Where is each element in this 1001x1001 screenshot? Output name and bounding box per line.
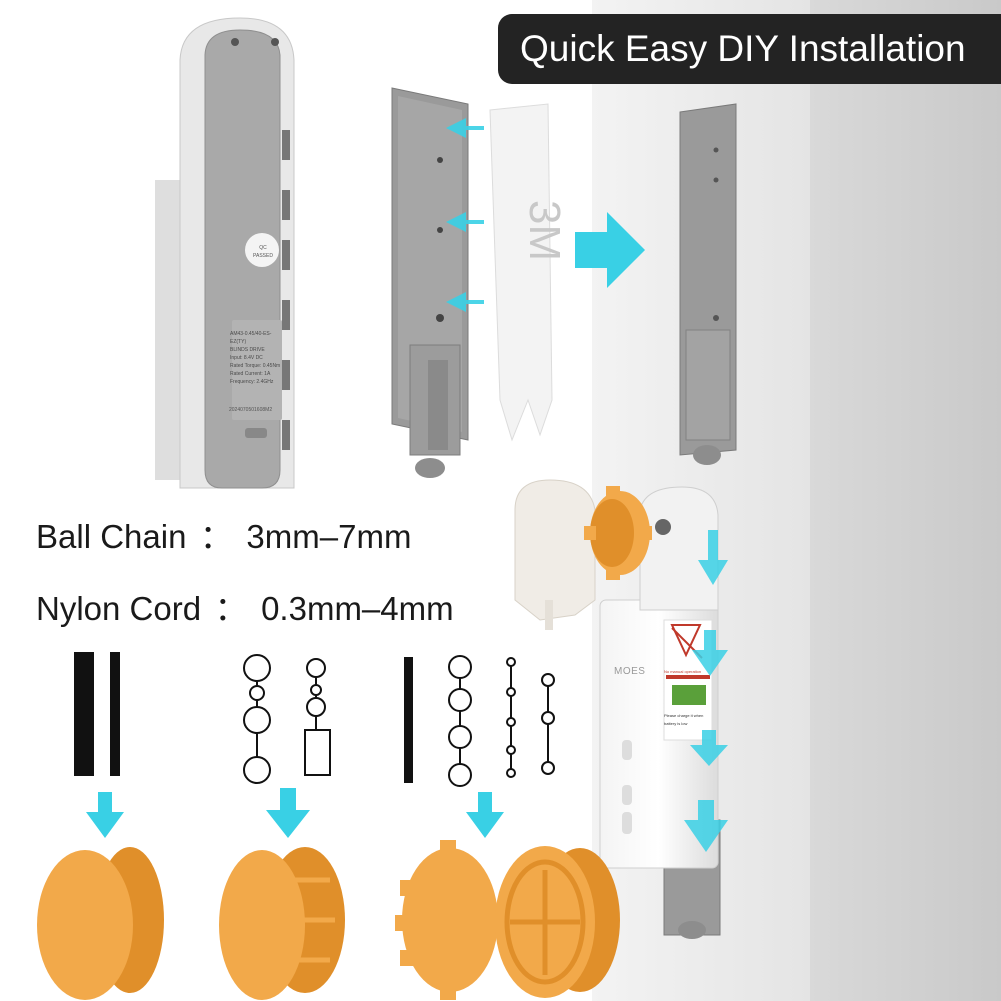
label-line-2: BLINDS DRIVE	[230, 347, 265, 353]
spec-separator: ：	[214, 590, 248, 627]
brand-logo: MOES	[614, 666, 646, 677]
spec-value: 0.3mm–4mm	[261, 590, 454, 627]
qc-label: QC PASSED	[253, 245, 273, 259]
title-banner: Quick Easy DIY Installation	[498, 14, 1001, 84]
warning-line-2: Please charge it when battery is low	[664, 713, 704, 726]
serial-number: 2024070501608M2	[229, 407, 273, 413]
wheel-3	[395, 840, 620, 1000]
top-gear	[584, 486, 652, 580]
mounting-bracket	[391, 87, 469, 478]
label-line-1: AM43-0.45/40-ES-EZ(TY)	[230, 331, 272, 345]
motor-back	[155, 17, 295, 489]
down-arrow-icons	[86, 530, 728, 852]
chain-icons	[74, 652, 555, 787]
device-label: AM43-0.45/40-ES-EZ(TY) BLINDS DRIVE Inpu…	[230, 330, 285, 386]
spec-nylon-cord: Nylon Cord ： 0.3mm–4mm	[36, 582, 454, 630]
tape-label: 3M	[520, 200, 569, 262]
adhesive-tape	[489, 103, 553, 442]
wheel-1	[37, 847, 164, 1000]
label-line-3: Input: 8.4V DC	[230, 355, 263, 361]
spec-ball-chain: Ball Chain ： 3mm–7mm	[36, 510, 411, 558]
spec-label: Nylon Cord	[36, 590, 202, 627]
wheel-2	[219, 847, 345, 1000]
label-line-4: Rated Torque: 0.45Nm	[230, 363, 281, 369]
spec-label: Ball Chain	[36, 518, 187, 555]
wall-bracket	[679, 103, 737, 465]
spec-separator: ：	[199, 518, 233, 555]
spec-value: 3mm–7mm	[246, 518, 412, 555]
label-line-5: Rated Current: 1A	[230, 371, 271, 377]
qc-sticker	[245, 233, 279, 267]
warning-line-1: No manual operation	[664, 669, 702, 674]
right-arrow-icons	[446, 118, 645, 312]
motor-mounted	[599, 486, 721, 939]
label-line-6: Frequency: 2.4GHz	[230, 379, 274, 385]
motor-cap	[514, 479, 596, 630]
